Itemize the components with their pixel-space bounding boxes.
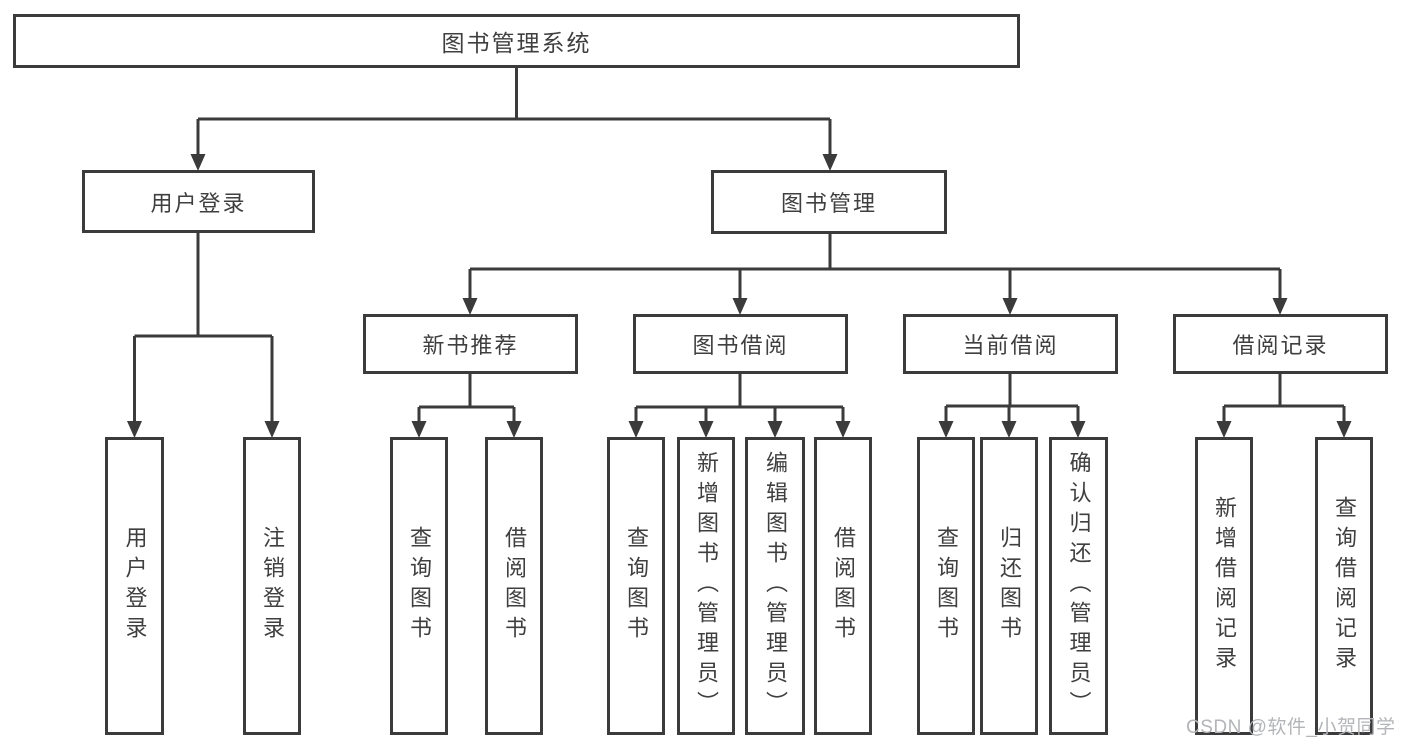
leaf-query-book-3: 查询图书 [917,437,975,735]
leaf-label: 查询借阅记录 [1332,496,1357,676]
leaf-label: 查询图书 [934,526,959,646]
node-label: 借阅记录 [1232,333,1329,358]
leaf-add-borrow-record: 新增借阅记录 [1195,437,1253,735]
leaf-label: 新增图书（管理员） [694,451,719,721]
connector-user-login-to-leaves [127,233,280,438]
node-label: 当前借阅 [962,333,1059,358]
node-label: 图书管理 [780,191,877,216]
leaf-label: 查询图书 [624,526,649,646]
node-library-management-system: 图书管理系统 [13,14,1020,68]
leaf-confirm-return-admin: 确认归还（管理员） [1049,437,1108,735]
csdn-watermark: CSDN @软件_小贺同学 [1186,717,1396,738]
node-borrow-record: 借阅记录 [1173,314,1388,374]
leaf-add-book-admin: 新增图书（管理员） [677,437,735,735]
leaf-logout: 注销登录 [243,437,301,735]
connector-current-borrow-to-leaves [938,374,1086,438]
leaf-borrow-book-2: 借阅图书 [814,437,872,735]
leaf-label: 借阅图书 [831,526,856,646]
node-new-book-recommend: 新书推荐 [363,314,578,374]
node-book-borrow: 图书借阅 [633,314,848,374]
node-current-borrow: 当前借阅 [903,314,1118,374]
node-user-login: 用户登录 [82,170,315,233]
leaf-edit-book-admin: 编辑图书（管理员） [745,437,805,735]
node-book-management: 图书管理 [711,170,947,234]
leaf-query-book-1: 查询图书 [390,437,448,735]
leaf-return-book: 归还图书 [980,437,1038,735]
node-label: 图书借阅 [692,333,789,358]
leaf-query-borrow-record: 查询借阅记录 [1315,437,1373,735]
connector-book-mgmt-to-modules [462,234,1288,315]
leaf-query-book-2: 查询图书 [607,437,665,735]
leaf-label: 新增借阅记录 [1212,496,1237,676]
connector-borrow-record-to-leaves [1216,374,1352,438]
connector-book-borrow-to-leaves [628,374,851,438]
node-label: 新书推荐 [422,333,519,358]
leaf-label: 确认归还（管理员） [1066,451,1092,721]
leaf-label: 归还图书 [997,526,1022,646]
leaf-user-login: 用户登录 [105,437,164,735]
node-label: 用户登录 [150,190,247,216]
connector-new-book-to-leaves [411,374,522,438]
leaf-label: 编辑图书（管理员） [763,451,788,721]
node-label: 图书管理系统 [441,30,592,56]
leaf-label: 注销登录 [260,526,285,646]
connector-root-to-level2 [190,68,838,171]
leaf-label: 借阅图书 [502,526,527,646]
leaf-label: 用户登录 [122,526,148,646]
leaf-borrow-book-1: 借阅图书 [485,437,543,735]
leaf-label: 查询图书 [407,526,432,646]
